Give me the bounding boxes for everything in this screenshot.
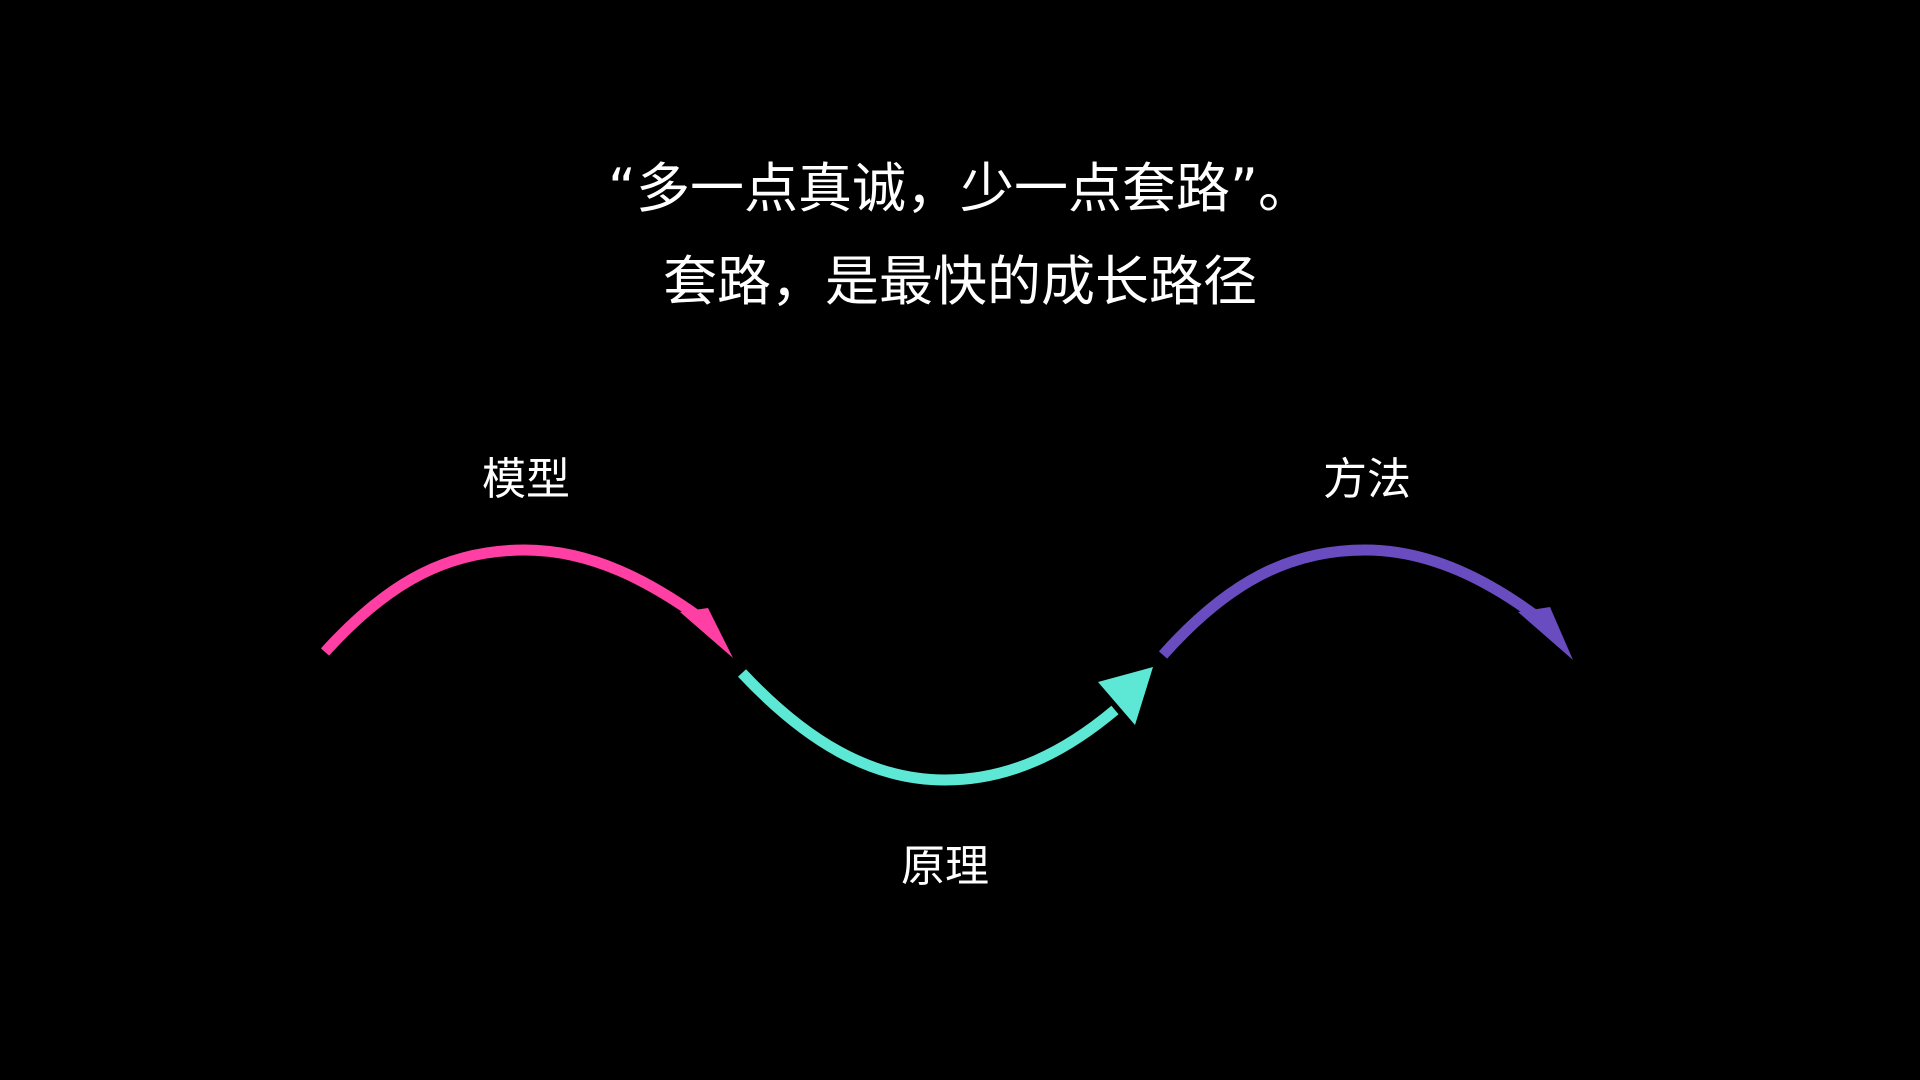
- arrow-method: [1158, 544, 1573, 660]
- arrow-model-head: [680, 608, 733, 658]
- arrow-principle-curve: [737, 669, 1119, 786]
- arrow-model: [320, 544, 733, 658]
- stage-label-method: 方法: [1323, 454, 1411, 505]
- arrow-method-head: [1518, 607, 1573, 660]
- arrow-principle-head: [1098, 667, 1153, 725]
- arrow-model-curve: [320, 544, 714, 656]
- stage-label-model: 模型: [482, 454, 570, 505]
- arrow-method-curve: [1158, 544, 1552, 659]
- arrow-principle: [737, 667, 1153, 786]
- headline-subtitle: 套路，是最快的成长路径: [663, 250, 1257, 313]
- stage-label-principle: 原理: [901, 841, 989, 892]
- headline-quote: “多一点真诚，少一点套路”。: [608, 157, 1312, 220]
